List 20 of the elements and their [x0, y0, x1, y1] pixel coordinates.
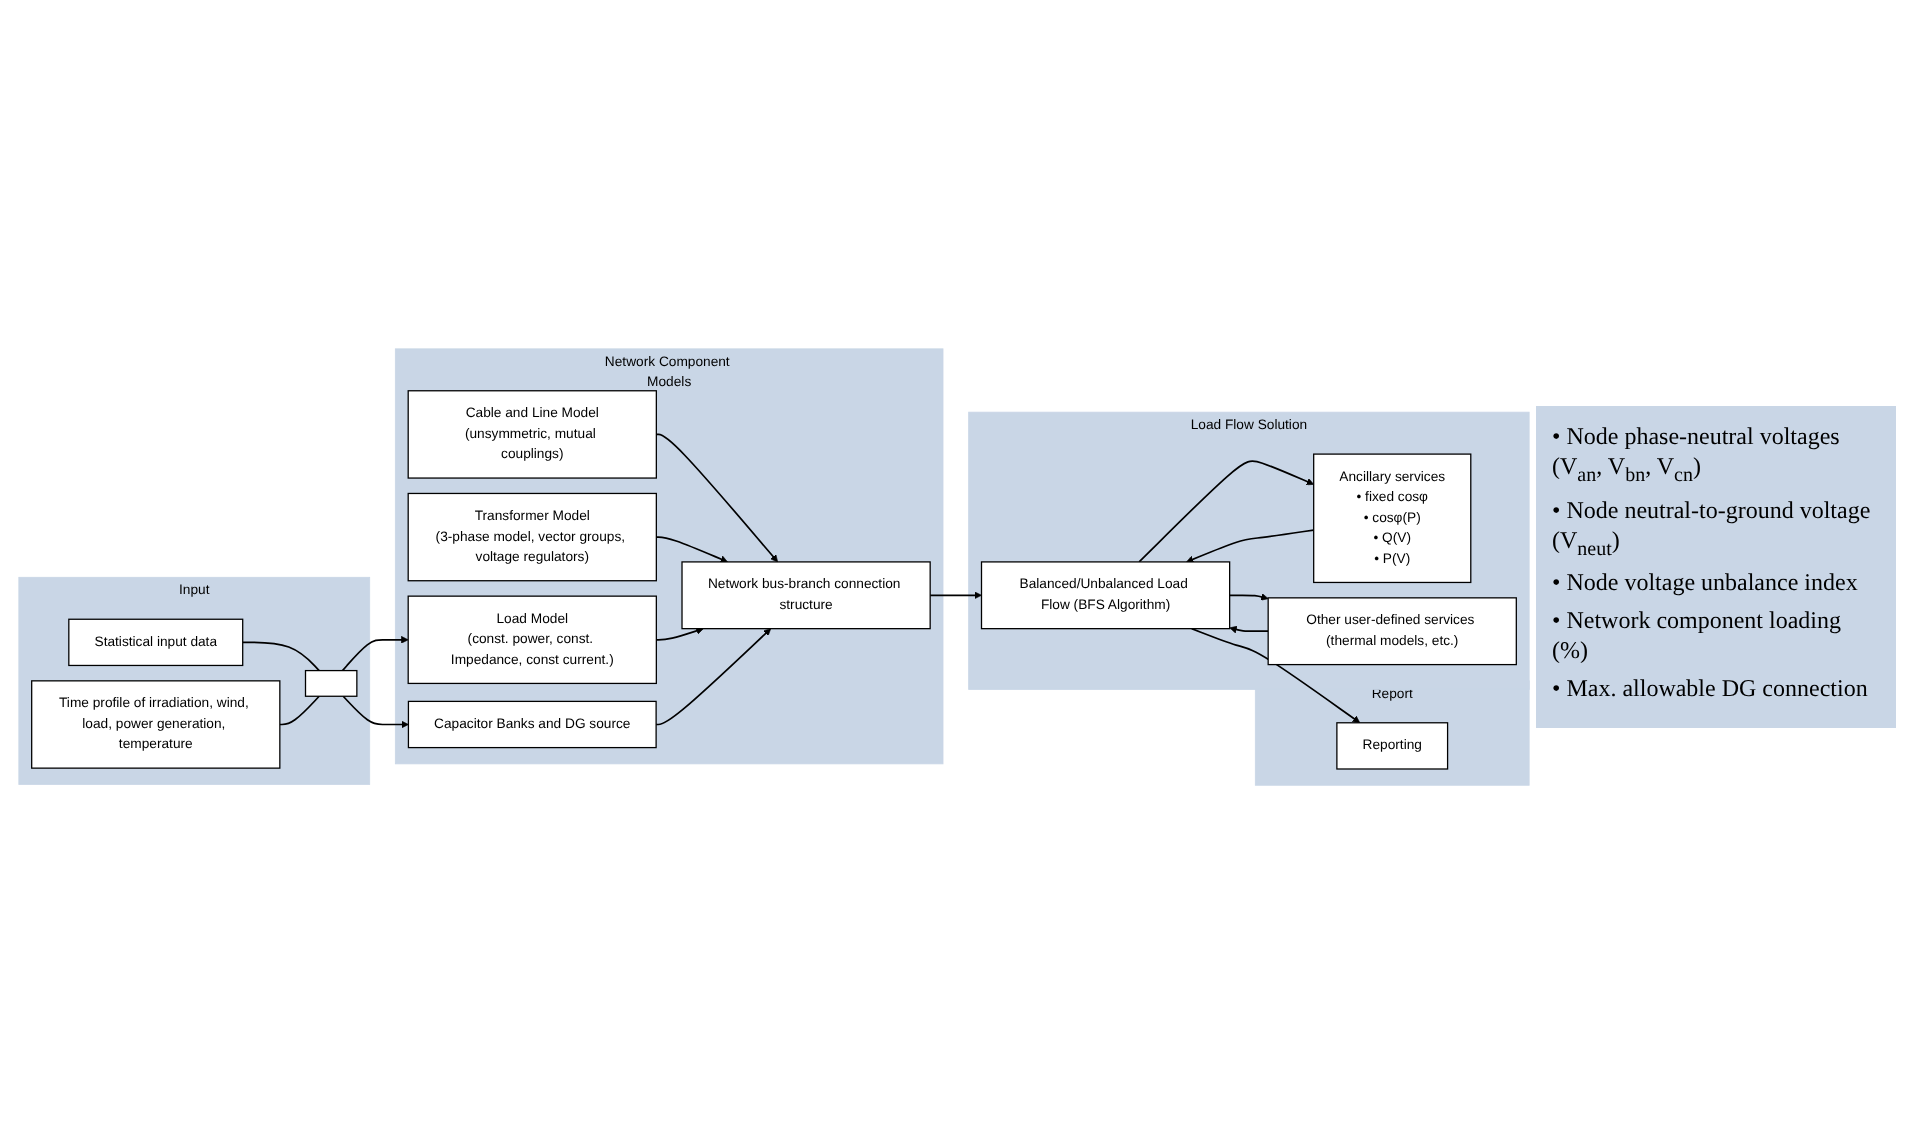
- arrow: [1190, 627, 1361, 724]
- arrow: [342, 695, 409, 729]
- arrow: [1229, 625, 1269, 634]
- arrow: [1228, 593, 1269, 601]
- arrow: [655, 627, 704, 641]
- arrow: [929, 591, 982, 599]
- arrow: [655, 433, 779, 563]
- connector: [279, 695, 320, 726]
- report-item: • Network component loading (%): [1552, 605, 1844, 666]
- connector: [241, 641, 320, 672]
- arrow: [655, 628, 772, 726]
- report-item: • Max. allowable DG connection: [1552, 673, 1870, 704]
- arrow: [1138, 460, 1315, 563]
- arrow: [1186, 529, 1315, 563]
- report-item: • Node neutral-to-ground voltage (V$_{neut}$): [1552, 495, 1873, 560]
- report-item: • Node voltage unbalance index: [1552, 567, 1860, 598]
- report-item: • Node phase-neutral voltages (V$_{an}$, V$_{bn}$, V$_{cn}$): [1552, 422, 1842, 487]
- node-box: [304, 669, 358, 697]
- arrow: [341, 635, 409, 672]
- arrow: [655, 536, 728, 563]
